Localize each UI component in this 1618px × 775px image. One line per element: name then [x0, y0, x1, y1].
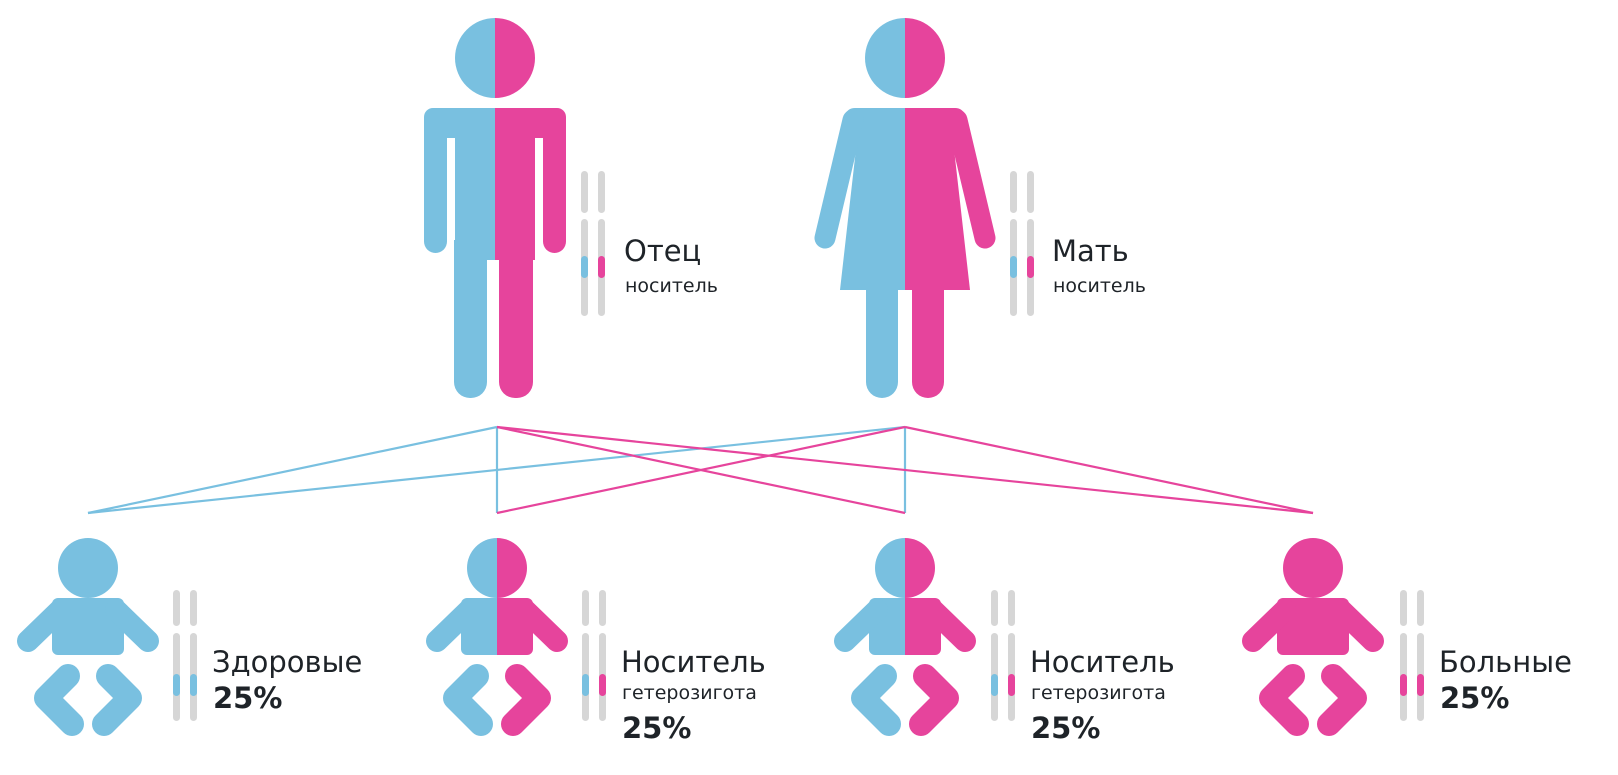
- chromosome-upper: [581, 171, 588, 213]
- mother-title: Мать: [1052, 234, 1129, 268]
- line-mother-pink-child2: [496, 425, 906, 515]
- father-title: Отец: [624, 234, 702, 268]
- child-2-title: Носитель: [621, 645, 766, 679]
- child-3-percent: 25%: [1031, 711, 1101, 745]
- chromosome-upper: [582, 590, 589, 626]
- allele-band-pink: [1417, 674, 1424, 696]
- allele-band-pink: [1008, 674, 1015, 696]
- chromosome-upper: [991, 590, 998, 626]
- chromosome-upper: [1417, 590, 1424, 626]
- line-mother-blue-child1: [87, 425, 906, 515]
- father-subtitle: носитель: [625, 275, 718, 297]
- line-father-pink-child4: [496, 425, 1314, 515]
- allele-band-pink: [599, 674, 606, 696]
- chromosome-pairs: [173, 171, 1424, 721]
- chromosome-upper: [1027, 171, 1034, 213]
- child-4-percent: 25%: [1440, 681, 1510, 715]
- line-mother-pink-child4: [904, 425, 1314, 515]
- line-father-blue-child1: [87, 425, 498, 515]
- child-2-percent: 25%: [622, 711, 692, 745]
- child-healthy-figure: [28, 538, 148, 724]
- chromosome-upper: [173, 590, 180, 626]
- allele-band-pink: [1400, 674, 1407, 696]
- allele-band-blue: [582, 674, 589, 696]
- allele-band-blue: [581, 256, 588, 278]
- child-3-title: Носитель: [1030, 645, 1175, 679]
- chromosome-upper: [1010, 171, 1017, 213]
- child-2-subtitle: гетерозигота: [622, 682, 757, 704]
- inheritance-lines: [87, 425, 1314, 515]
- child-1-title: Здоровые: [212, 645, 363, 679]
- child-3-subtitle: гетерозигота: [1031, 682, 1166, 704]
- allele-band-pink: [598, 256, 605, 278]
- chromosome-upper: [1400, 590, 1407, 626]
- allele-band-blue: [173, 674, 180, 696]
- child-affected-figure: [1253, 538, 1373, 724]
- child-carrier-figure: [437, 538, 557, 724]
- father-figure: [424, 18, 566, 398]
- chromosome-upper: [598, 171, 605, 213]
- child-4-title: Больные: [1439, 645, 1572, 679]
- mother-figure: [825, 18, 985, 398]
- allele-band-pink: [1027, 256, 1034, 278]
- child-carrier-figure: [845, 538, 965, 724]
- chromosome-upper: [1008, 590, 1015, 626]
- chromosome-upper: [599, 590, 606, 626]
- allele-band-blue: [190, 674, 197, 696]
- allele-band-blue: [991, 674, 998, 696]
- chromosome-upper: [190, 590, 197, 626]
- child-1-percent: 25%: [213, 681, 283, 715]
- mother-subtitle: носитель: [1053, 275, 1146, 297]
- allele-band-blue: [1010, 256, 1017, 278]
